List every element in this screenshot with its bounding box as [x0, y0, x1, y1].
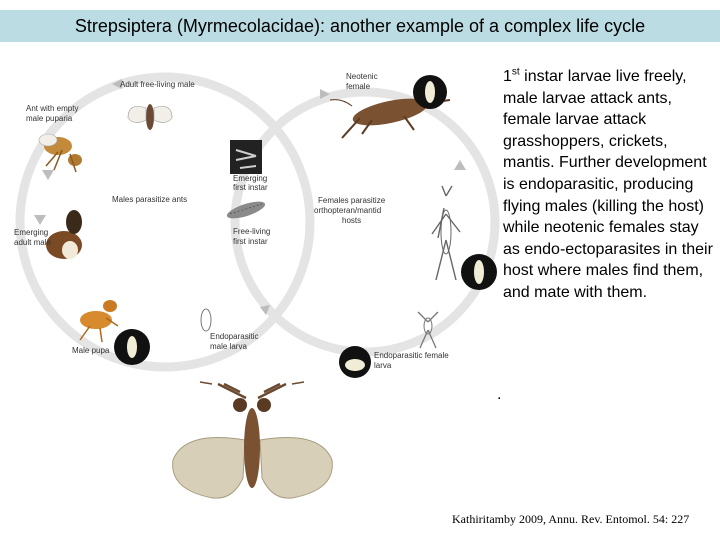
- desc-prefix: 1: [503, 68, 512, 85]
- label-ant-puparia: male puparia: [26, 114, 73, 123]
- title-bar: [0, 10, 720, 42]
- slide-title: Strepsiptera (Myrmecolacidae): another e…: [74, 16, 646, 36]
- cricket-icon: [329, 98, 451, 139]
- male-strepsipteran-icon: [127, 104, 173, 130]
- label-emerging-male: Emerging: [14, 228, 48, 237]
- label-neotenic-female: female: [346, 82, 371, 91]
- pupa-icon: [114, 329, 150, 365]
- life-cycle-diagram: Adult free-living male Neotenic female A…: [14, 72, 500, 499]
- label-endo-female-2: larva: [374, 361, 392, 370]
- larva-icon: [200, 308, 212, 332]
- label-emerging-instar: Emerging: [233, 174, 267, 183]
- label-emerging-instar-2: first instar: [233, 183, 268, 192]
- citation: Kathiritamby 2009, Annu. Rev. Entomol. 5…: [452, 512, 690, 526]
- description-text: 1st instar larvae live freely, male larv…: [503, 66, 715, 304]
- label-emerging-male-2: adult male: [14, 238, 51, 247]
- ant-icon: [38, 133, 82, 173]
- label-endo-male: Endoparasitic: [210, 332, 258, 341]
- host-insect-icon: [417, 311, 439, 349]
- neotenic-female-icon: [413, 75, 447, 109]
- label-endo-male-2: male larva: [210, 342, 247, 351]
- desc-rest: instar larvae live freely, male larvae a…: [503, 68, 713, 301]
- mantis-icon: [431, 185, 461, 281]
- label-endo-female: Endoparasitic female: [374, 351, 449, 360]
- label-adult-male: Adult free-living male: [120, 80, 195, 89]
- ant-icon: [79, 300, 119, 343]
- label-females-parasitize: Females parasitize: [318, 196, 386, 205]
- label-free-living: Free-living: [233, 227, 270, 236]
- desc-sup: st: [511, 66, 520, 78]
- label-free-living-2: first instar: [233, 237, 268, 246]
- larva-icon: [226, 201, 266, 219]
- cycle-arrows: [34, 79, 466, 315]
- label-male-pupa: Male pupa: [72, 346, 110, 355]
- diagram-labels: Adult free-living male Neotenic female A…: [14, 72, 449, 370]
- label-males-parasitize: Males parasitize ants: [112, 195, 187, 204]
- emerging-instar-icon: [230, 140, 262, 174]
- female-larva-inset-icon: [461, 254, 497, 290]
- label-ant-empty: Ant with empty: [26, 104, 78, 113]
- flying-male-icon: [172, 381, 333, 499]
- label-neotenic: Neotenic: [346, 72, 378, 81]
- label-hosts: hosts: [342, 216, 361, 225]
- emerging-male-icon: [46, 210, 82, 259]
- female-inset-icon: [339, 346, 371, 378]
- stray-dot: .: [497, 386, 502, 403]
- label-orthopteran: orthopteran/mantid: [314, 206, 381, 215]
